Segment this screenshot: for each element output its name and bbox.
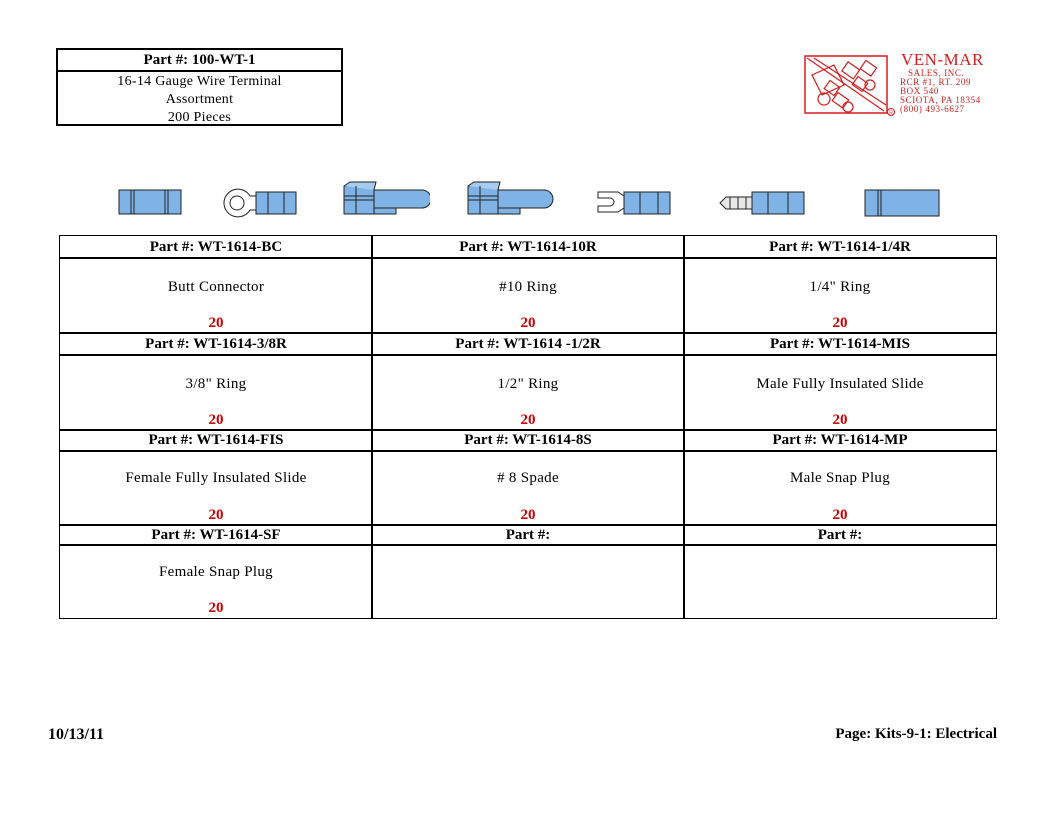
part-quantity: 20 [520, 412, 536, 428]
ven-mar-logo-line: SALES, INC. [908, 68, 965, 78]
part-number: Part #: [684, 526, 996, 546]
part-cell: Part #: WT-1614-MP Male Snap Plug 20 [684, 430, 996, 525]
part-cell: Part #: WT-1614-BC Butt Connector 20 [60, 236, 372, 333]
snap-plug-icon [864, 189, 940, 217]
part-number: Part #: WT-1614-SF [60, 526, 372, 546]
part-quantity: 20 [520, 315, 536, 331]
footer-date: 10/13/11 [48, 726, 105, 743]
part-cell: Part #: WT-1614-MIS Male Fully Insulated… [684, 333, 996, 430]
part-description: Female Fully Insulated Slide [125, 470, 307, 486]
grid-divider [60, 332, 996, 334]
part-description: #10 Ring [499, 279, 557, 295]
part-description: # 8 Spade [497, 470, 559, 486]
ven-mar-logo-line: (800) 493-6627 [900, 104, 965, 114]
part-quantity: 20 [208, 600, 224, 616]
female-disconnect-icon [343, 181, 430, 215]
part-number: Part #: WT-1614-10R [372, 236, 684, 259]
part-quantity: 20 [208, 507, 224, 523]
kit-description-line: 200 Pieces [167, 110, 232, 125]
part-number: Part #: WT-1614-BC [60, 236, 372, 259]
ven-mar-logo-line: SCIOTA, PA 18354 [900, 95, 981, 105]
ven-mar-logo-line: BOX 540 [900, 86, 939, 96]
part-cell: Part #: WT-1614-3/8R 3/8" Ring 20 [60, 333, 372, 430]
part-quantity: 20 [520, 507, 536, 523]
part-number: Part #: WT-1614 -1/2R [372, 334, 684, 356]
part-description: 1/4" Ring [809, 279, 871, 295]
part-cell: Part #: WT-1614-8S # 8 Spade 20 [372, 430, 684, 525]
bullet-plug-icon [719, 191, 805, 215]
part-number: Part #: WT-1614-3/8R [60, 334, 372, 356]
part-cell: Part #: [372, 525, 684, 618]
part-description: 3/8" Ring [185, 376, 247, 392]
kit-description-line: Assortment [165, 92, 234, 107]
grid-divider [683, 236, 685, 618]
ven-mar-logo-name: VEN-MAR [901, 50, 984, 69]
part-quantity: 20 [208, 412, 224, 428]
kit-part-number: Part #: 100-WT-1 [58, 50, 341, 72]
part-description: Butt Connector [167, 279, 265, 295]
part-number: Part #: WT-1614-8S [372, 431, 684, 452]
kit-description-line: 16-14 Gauge Wire Terminal [117, 74, 282, 89]
parts-grid: Part #: WT-1614-BC Butt Connector 20 Par… [59, 235, 997, 619]
part-cell: Part #: [684, 525, 996, 618]
part-description: Male Fully Insulated Slide [756, 376, 924, 392]
part-cell: Part #: WT-1614-SF Female Snap Plug 20 [60, 525, 372, 618]
part-quantity: 20 [832, 412, 848, 428]
part-cell: Part #: WT-1614-FIS Female Fully Insulat… [60, 430, 372, 525]
svg-text:R: R [889, 110, 893, 116]
kit-header-box: Part #: 100-WT-1 16-14 Gauge Wire Termin… [56, 48, 343, 126]
grid-divider [60, 429, 996, 431]
part-description: Male Snap Plug [789, 470, 891, 486]
part-number: Part #: WT-1614-1/4R [684, 236, 996, 259]
butt-connector-icon [118, 189, 182, 215]
part-number: Part #: [372, 526, 684, 546]
part-description: 1/2" Ring [497, 376, 559, 392]
ven-mar-logo-line: RCR #1, RT. 209 [900, 77, 972, 87]
part-description: Female Snap Plug [159, 564, 273, 580]
part-number: Part #: WT-1614-MP [684, 431, 996, 452]
part-cell: Part #: WT-1614-1/4R 1/4" Ring 20 [684, 236, 996, 333]
footer-page-label: Page: Kits-9-1: Electrical [835, 726, 997, 742]
male-disconnect-icon [467, 181, 554, 215]
ring-terminal-icon [223, 188, 297, 218]
part-quantity: 20 [832, 315, 848, 331]
part-cell: Part #: WT-1614-10R #10 Ring 20 [372, 236, 684, 333]
part-number: Part #: WT-1614-FIS [60, 431, 372, 452]
ven-mar-logo-graphic: R [804, 55, 895, 116]
part-quantity: 20 [208, 315, 224, 331]
part-cell: Part #: WT-1614 -1/2R 1/2" Ring 20 [372, 333, 684, 430]
spade-terminal-icon [597, 191, 671, 215]
ven-mar-logo: R VEN-MAR SALES, INC. RCR #1, RT. 209 BO… [804, 50, 1004, 118]
kit-description: 16-14 Gauge Wire Terminal Assortment 200… [58, 72, 341, 127]
part-quantity: 20 [832, 507, 848, 523]
grid-divider [60, 524, 996, 526]
grid-divider [371, 236, 373, 618]
part-number: Part #: WT-1614-MIS [684, 334, 996, 356]
